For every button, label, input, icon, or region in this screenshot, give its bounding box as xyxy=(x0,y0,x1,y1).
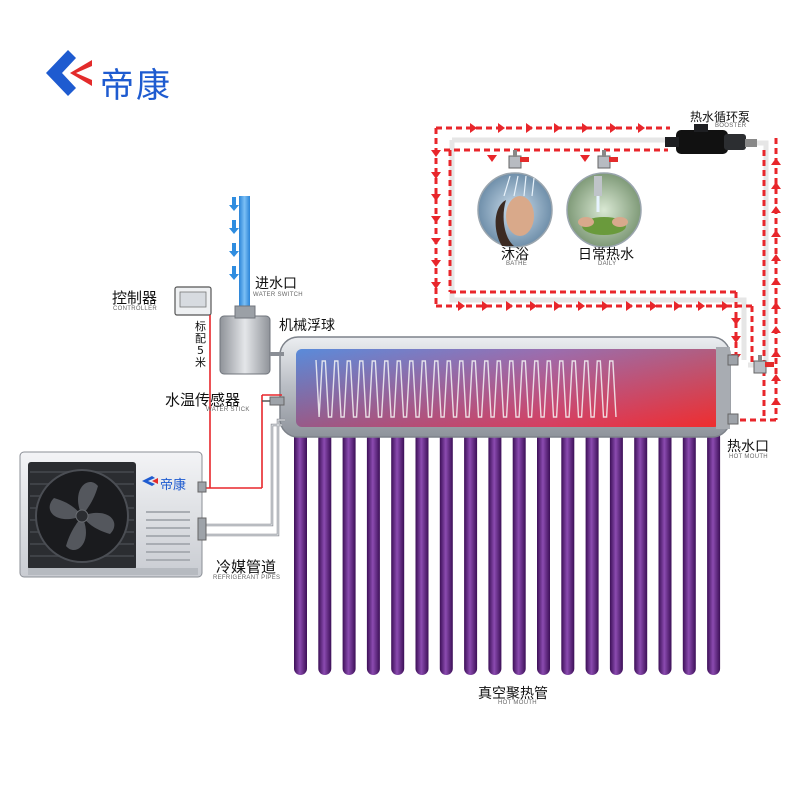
water-tank xyxy=(280,337,730,437)
water-temp-sensor xyxy=(262,397,284,405)
valve-icon xyxy=(509,150,529,168)
inlet-label-en: WATER SWITCH xyxy=(253,292,303,298)
vacuum-tube xyxy=(488,430,501,675)
heat-pump-unit xyxy=(20,452,206,577)
cable-note-4: 米 xyxy=(195,357,206,369)
vacuum-tube xyxy=(537,430,550,675)
bathe-label-en: BATHE xyxy=(506,261,527,267)
vacuum-tube xyxy=(464,430,477,675)
hot-outlet-label-en: HOT MOUTH xyxy=(729,454,768,460)
vacuum-tube xyxy=(683,430,696,675)
vacuum-tube xyxy=(391,430,404,675)
inlet-label: 进水口 xyxy=(255,273,297,293)
vacuum-tube xyxy=(659,430,672,675)
tubes-label-en: HOT MOUTH xyxy=(498,700,537,706)
vacuum-tube xyxy=(634,430,647,675)
refrigerant-label: 冷媒管道 xyxy=(216,556,276,577)
vacuum-tube xyxy=(294,430,307,675)
valve-icon xyxy=(598,150,618,168)
vacuum-tube xyxy=(367,430,380,675)
vacuum-tube xyxy=(610,430,623,675)
hot-outlet-label: 热水口 xyxy=(727,436,769,456)
refrigerant-label-en: REFRIGERANT PIPES xyxy=(213,575,280,581)
unit-brand-label: 帝康 xyxy=(160,474,186,493)
sensor-label-en: WATER STICK xyxy=(206,407,250,413)
controller-label-en: CONTROLLER xyxy=(113,306,157,312)
vacuum-tube xyxy=(343,430,356,675)
daily-label-en: DAILY xyxy=(598,261,616,267)
vacuum-tube xyxy=(318,430,331,675)
vacuum-tube xyxy=(513,430,526,675)
vacuum-tube xyxy=(416,430,429,675)
vacuum-tubes xyxy=(294,430,720,675)
vacuum-tube xyxy=(440,430,453,675)
float-ball-tank xyxy=(220,306,284,374)
vacuum-tube xyxy=(561,430,574,675)
vacuum-tube xyxy=(707,430,720,675)
vacuum-tube xyxy=(586,430,599,675)
controller-label: 控制器 xyxy=(112,287,157,308)
bathe-photo xyxy=(478,173,552,247)
pump-label-en: BOOSTER xyxy=(715,123,746,129)
float-ball-label: 机械浮球 xyxy=(279,315,335,335)
refrigerant-pipes xyxy=(205,420,285,535)
daily-hot-water-photo xyxy=(567,173,641,247)
cold-water-inlet-pipe xyxy=(229,196,250,316)
